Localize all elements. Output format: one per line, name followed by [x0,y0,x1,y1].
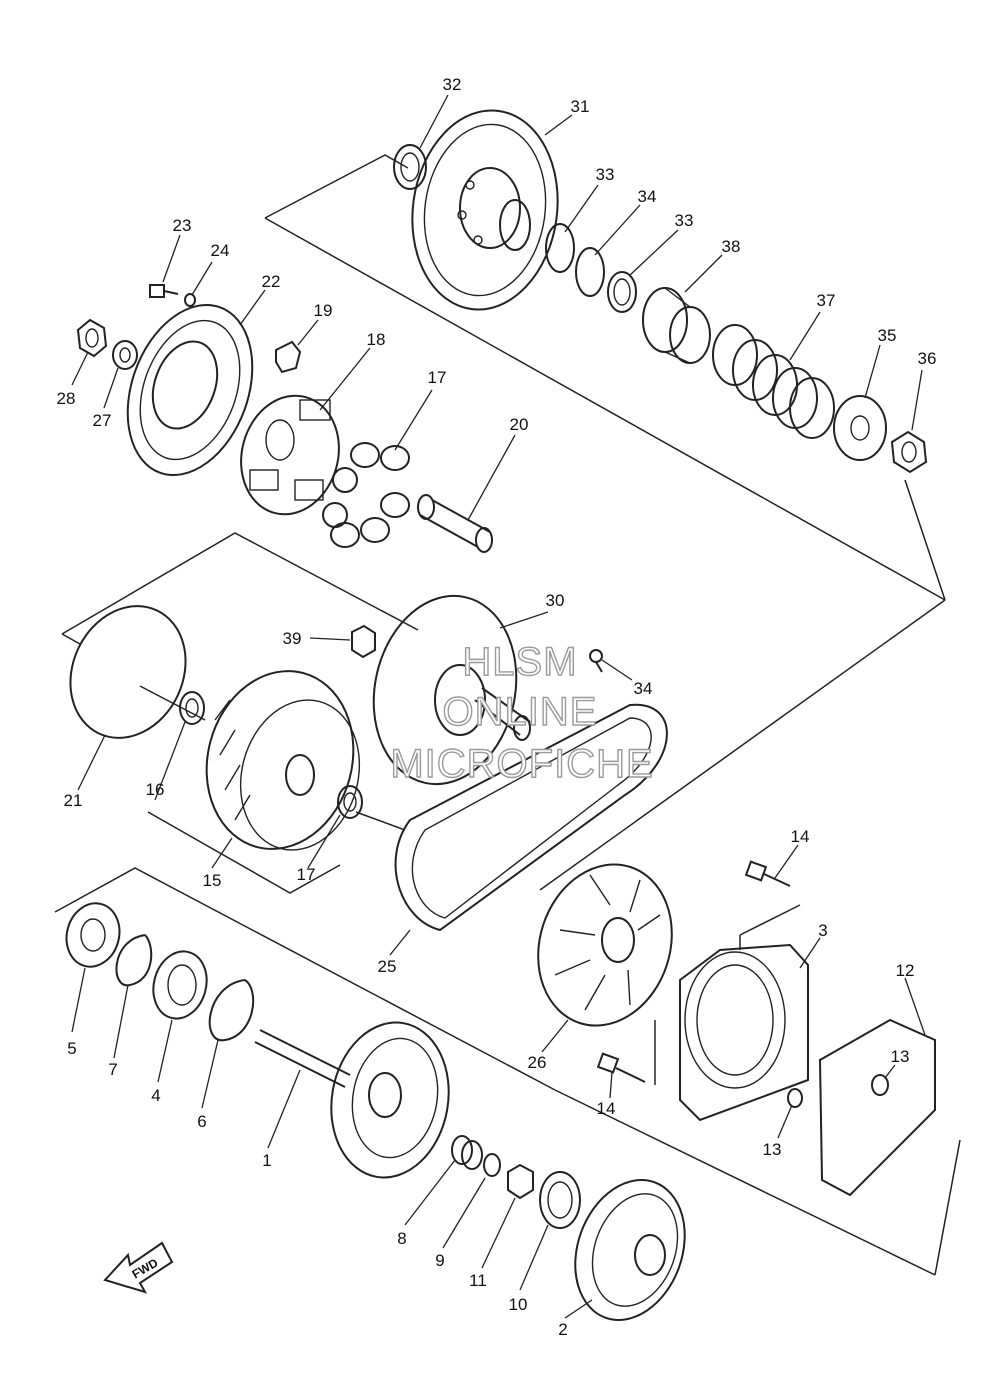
part-25-washer [184,293,196,307]
callout-18: 17 [428,368,447,387]
callout-17-right: 17 [297,865,316,884]
callout-35: 37 [817,291,836,310]
callout-32-upper: 32 [443,75,462,94]
part-32-oil-seal-right [607,271,637,313]
callout-21: 20 [510,415,529,434]
callout-5: 5 [67,1039,76,1058]
part-5-bearing [65,902,121,968]
callout-28: 27 [93,411,112,430]
part-34-pin [589,649,603,673]
part-17-oil-seal-right [337,785,363,819]
callout-22: 21 [64,791,83,810]
part-21-collar [417,494,493,553]
watermark: HLSM ONLINE MICROFICHE [390,639,654,786]
callout-38: 36 [918,349,937,368]
part-29-nut [76,318,108,358]
callout-30: 30 [546,591,565,610]
part-2-clutch-carrier [574,1179,686,1321]
callout-25: 24 [211,241,230,260]
part-37-spring-seat-washer [833,395,887,461]
callout-numbers: 32 31 33 34 33 38 37 35 36 23 24 22 19 1… [57,75,937,1339]
part-28-washer [112,340,138,370]
watermark-line-1: HLSM [462,640,577,684]
part-1-primary-shaft [254,1029,351,1088]
part-7-circlip [115,934,153,987]
part-35-compression-spring [712,324,835,439]
callout-10: 10 [509,1295,528,1314]
part-14-bolt [744,860,791,887]
fwd-arrow-icon: FWD [103,1241,174,1294]
part-11-collar [507,1163,534,1200]
assembly-frame-lines [54,154,961,1276]
callout-12: 12 [896,961,915,980]
callout-39: 39 [283,629,302,648]
callout-1: 1 [262,1151,271,1170]
callout-15: 14 [597,1099,616,1118]
callout-17-left: 16 [146,780,165,799]
part-4-bearing [152,950,208,1020]
callout-20: 19 [314,301,333,320]
part-22-o-ring [69,605,187,739]
callout-36: 38 [722,237,741,256]
callout-2: 2 [558,1320,567,1339]
part-19-cam [240,394,340,516]
watermark-line-3: MICROFICHE [390,742,653,786]
callout-27: 26 [528,1053,547,1072]
leader-lines [71,94,926,1319]
part-31-secondary-sheave-fixed [411,109,559,311]
callout-14: 14 [791,827,810,846]
callout-3: 3 [818,921,827,940]
part-6-circlip [208,979,255,1042]
part-39-nut [351,624,376,659]
part-18-weights [322,442,410,548]
callout-9: 9 [435,1251,444,1270]
part-30-secondary-sheave-sliding [372,594,531,786]
callout-11: 11 [469,1271,487,1290]
part-23-primary-cover [126,303,254,477]
part-17-oil-seal-left [179,691,205,725]
part-38-nut [890,430,928,474]
callout-29: 28 [57,389,76,408]
part-1-clutch-housing [330,1021,450,1179]
part-8-bearing [451,1135,483,1170]
callout-32-right: 33 [675,211,694,230]
callout-23: 22 [262,272,281,291]
callout-19: 18 [367,330,386,349]
callout-8: 8 [397,1229,406,1248]
part-20-slider [275,340,302,374]
part-12-gasket [818,1018,936,1197]
callout-4: 4 [151,1086,160,1105]
callout-31: 31 [571,97,590,116]
part-13-dowel-pins [787,1074,889,1108]
callout-37: 35 [878,326,897,345]
part-9-circlip [483,1153,501,1177]
callout-33-left: 33 [596,165,615,184]
part-27-fan-sheave [537,863,673,1027]
callout-16: 15 [203,871,222,890]
part-10-one-way-clutch [539,1171,581,1229]
callout-34: 34 [634,679,653,698]
callout-6: 6 [197,1112,206,1131]
callout-13-right: 13 [891,1047,910,1066]
callout-7: 7 [108,1060,117,1079]
watermark-line-2: ONLINE [443,690,598,734]
callout-26: 25 [378,957,397,976]
part-36-spring-seat [642,287,711,364]
part-16-primary-sheave [205,670,361,851]
callout-33-right: 34 [638,187,657,206]
part-3-crankcase-cover [679,943,809,1122]
part-32-oil-seal-upper [393,144,427,190]
part-26-v-belt [394,703,668,932]
part-15-bolt [596,1052,646,1083]
part-24-screw [149,284,179,298]
callout-24: 23 [173,216,192,235]
callout-13-left: 13 [763,1140,782,1159]
part-33-o-rings [545,223,605,297]
